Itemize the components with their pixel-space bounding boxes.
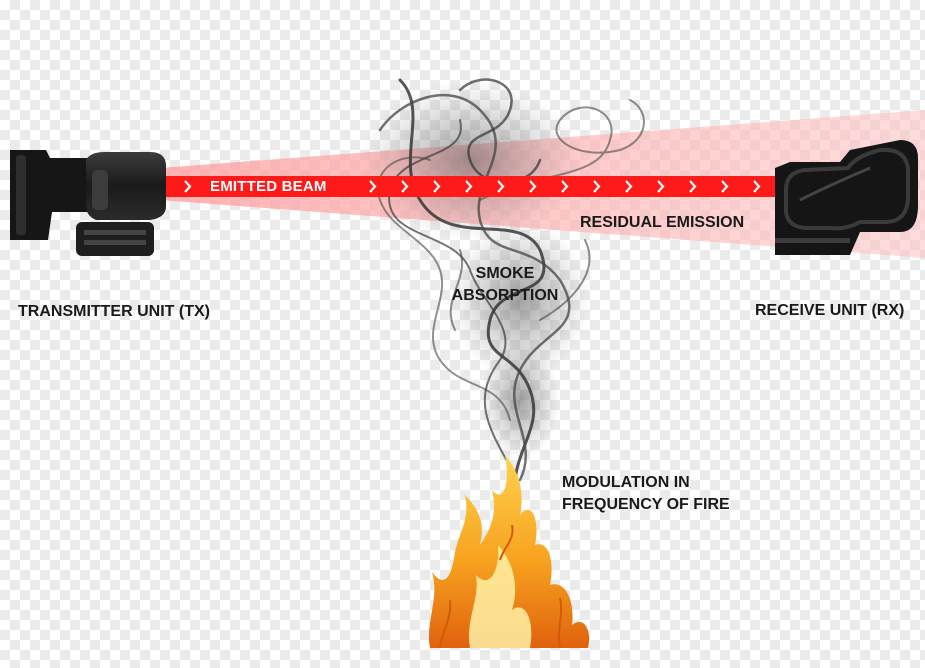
- receive-unit-label: RECEIVE UNIT (RX): [755, 302, 905, 319]
- beam-chevron-icon: [465, 180, 473, 193]
- beam-chevron-icon: [561, 180, 569, 193]
- beam-chevron-icon: [529, 180, 537, 193]
- beam-chevron-icon: [593, 180, 601, 193]
- transmitter-unit-label: TRANSMITTER UNIT (TX): [18, 303, 210, 320]
- smoke-absorption-label-line1: SMOKE: [475, 265, 535, 282]
- smoke-plume-icon: [360, 78, 645, 502]
- beam-receiver-device-icon: [775, 140, 918, 255]
- beam-arrows: [184, 180, 761, 193]
- smoke-absorption-label-line2: ABSORPTION: [451, 287, 559, 304]
- beam-chevron-icon: [433, 180, 441, 193]
- beam-transmitter-device-icon: [10, 150, 166, 256]
- beam-chevron-icon: [689, 180, 697, 193]
- beam-chevron-icon: [657, 180, 665, 193]
- fire-modulation-label: MODULATION IN FREQUENCY OF FIRE: [562, 472, 730, 516]
- smoke-absorption-label: SMOKE ABSORPTION: [440, 263, 570, 307]
- beam-chevron-icon: [625, 180, 633, 193]
- fire-flame-icon: [428, 455, 590, 649]
- beam-chevron-icon: [753, 180, 761, 193]
- beam-chevron-icon: [184, 180, 192, 193]
- fire-modulation-label-line1: MODULATION IN: [562, 474, 690, 491]
- beam-chevron-icon: [721, 180, 729, 193]
- beam-chevron-icon: [497, 180, 505, 193]
- beam-chevron-icon: [369, 180, 377, 193]
- emitted-beam-label: EMITTED BEAM: [210, 178, 327, 195]
- residual-emission-label: RESIDUAL EMISSION: [580, 214, 745, 231]
- beam-chevron-icon: [401, 180, 409, 193]
- fire-modulation-label-line2: FREQUENCY OF FIRE: [562, 496, 730, 513]
